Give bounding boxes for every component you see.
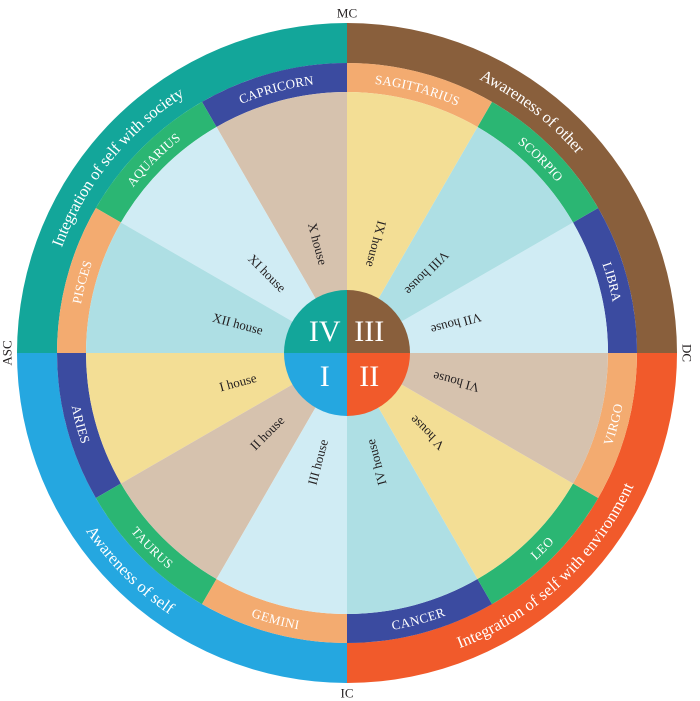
center-numeral-i: I (320, 360, 330, 393)
sign-segment-aries (57, 353, 121, 498)
sign-segment-cancer (347, 579, 492, 643)
center-quadrant-iv (284, 290, 347, 353)
axis-label-ic: IC (341, 686, 354, 701)
house-sector-vii-house (347, 222, 608, 353)
house-sector-xi-house (120, 126, 347, 353)
sign-segment-libra (573, 208, 637, 353)
outer-quadrant-awareness-of-other (347, 23, 677, 353)
house-sector-i-house (86, 353, 347, 484)
house-sector-iii-house (216, 353, 347, 614)
sign-segment-sagittarius (347, 63, 492, 127)
sign-segment-leo (477, 483, 599, 605)
axis-label-asc: ASC (0, 340, 15, 365)
house-sector-iv-house (347, 353, 478, 614)
axis-label-mc: MC (337, 6, 357, 21)
outer-quadrant-awareness-of-self (17, 353, 347, 683)
center-numeral-iii: III (354, 315, 384, 348)
sign-segment-taurus (95, 483, 217, 605)
axis-label-dc: DC (680, 344, 695, 362)
sign-segment-scorpio (477, 101, 599, 223)
center-numeral-iv: IV (309, 315, 341, 348)
house-sector-viii-house (347, 126, 574, 353)
sign-segment-pisces (57, 208, 121, 353)
sign-segment-gemini (202, 579, 347, 643)
outer-quadrant-integration-environment (347, 353, 677, 683)
house-sector-ii-house (120, 353, 347, 580)
outer-quadrant-integration-society (17, 23, 347, 353)
sign-segment-virgo (573, 353, 637, 498)
house-sector-v-house (347, 353, 574, 580)
house-sector-xii-house (86, 222, 347, 353)
center-quadrant-ii (347, 353, 410, 416)
center-quadrant-i (284, 353, 347, 416)
sign-segment-capricorn (202, 63, 347, 127)
house-sector-x-house (216, 92, 347, 353)
angle-axis-labels: MC IC ASC DC (0, 6, 695, 701)
sign-segment-aquarius (95, 101, 217, 223)
center-numeral-ii: II (359, 360, 379, 393)
house-sector-vi-house (347, 353, 608, 484)
center-quadrant-iii (347, 290, 410, 353)
house-sector-ix-house (347, 92, 478, 353)
